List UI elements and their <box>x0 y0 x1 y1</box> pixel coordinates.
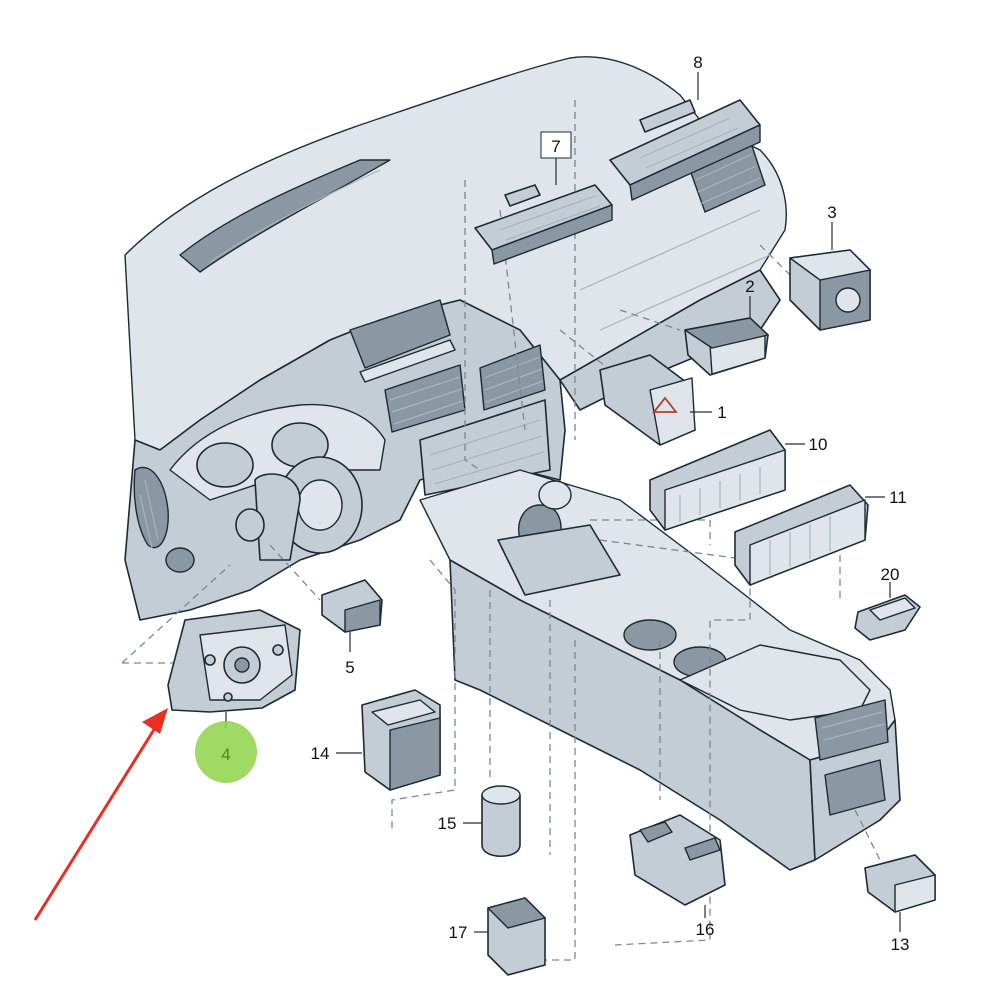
callout-3: 3 <box>827 203 836 222</box>
callout-5: 5 <box>345 658 354 677</box>
part-15-socket <box>481 785 521 857</box>
part-1-hazard-switch <box>599 354 696 446</box>
callout-7-box <box>540 131 572 159</box>
part-11-switch-panel <box>734 484 869 586</box>
part-14-switch-block <box>361 689 441 791</box>
part-20-switch <box>854 594 921 641</box>
callout-1: 1 <box>717 403 726 422</box>
red-arrow <box>33 708 168 921</box>
part-3-switch <box>789 249 871 331</box>
callout-8: 8 <box>693 53 702 72</box>
callout-20: 20 <box>881 565 900 584</box>
callout-2: 2 <box>745 277 754 296</box>
leader-lines <box>225 72 901 933</box>
part-10-switch-panel <box>649 429 786 531</box>
part-8-switch-panel <box>609 99 761 201</box>
part-4-light-switch <box>167 609 301 713</box>
callout-11: 11 <box>889 488 907 507</box>
callout-labels: 8 7 3 2 1 10 11 20 5 4 14 15 17 16 13 <box>221 53 909 954</box>
part-2-switch <box>684 317 769 376</box>
part-5-switch <box>321 579 383 633</box>
callout-16: 16 <box>696 920 715 939</box>
callout-13: 13 <box>891 935 910 954</box>
part-16-switch-block <box>629 814 726 906</box>
part-7-switch-panel <box>474 184 613 265</box>
center-console <box>419 469 901 871</box>
highlight-circle <box>195 721 257 783</box>
assembly-lines <box>121 100 881 961</box>
callout-15: 15 <box>438 814 457 833</box>
callout-14: 14 <box>311 744 330 763</box>
callout-7: 7 <box>551 137 560 156</box>
callout-17: 17 <box>449 923 468 942</box>
callout-4: 4 <box>221 745 230 764</box>
part-17-switch <box>487 897 546 976</box>
part-13-switch <box>864 854 936 913</box>
callout-10: 10 <box>809 435 828 454</box>
